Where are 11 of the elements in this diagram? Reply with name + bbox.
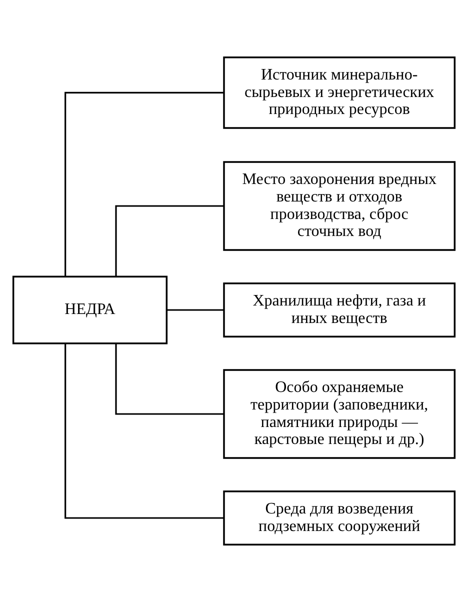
- connector: [115, 205, 224, 277]
- node-box: Источник минерально-сырьевых и энергетических природных ресурсов: [223, 56, 456, 129]
- node-box: Особо охраняемые территории (заповедники, памятники природы — карстовые пещеры и др.): [223, 369, 456, 459]
- node-box: НЕДРА: [12, 276, 168, 344]
- connector: [166, 309, 224, 311]
- node-box: Место захоронения вредных веществ и отходов производства, сброс сточных вод: [223, 161, 456, 251]
- connector: [64, 343, 224, 519]
- connector: [115, 343, 224, 415]
- node-box: Хранилища нефти, газа и иных веществ: [223, 282, 456, 338]
- connector: [64, 92, 224, 277]
- node-box: Среда для возведения подземных сооружений: [223, 490, 456, 546]
